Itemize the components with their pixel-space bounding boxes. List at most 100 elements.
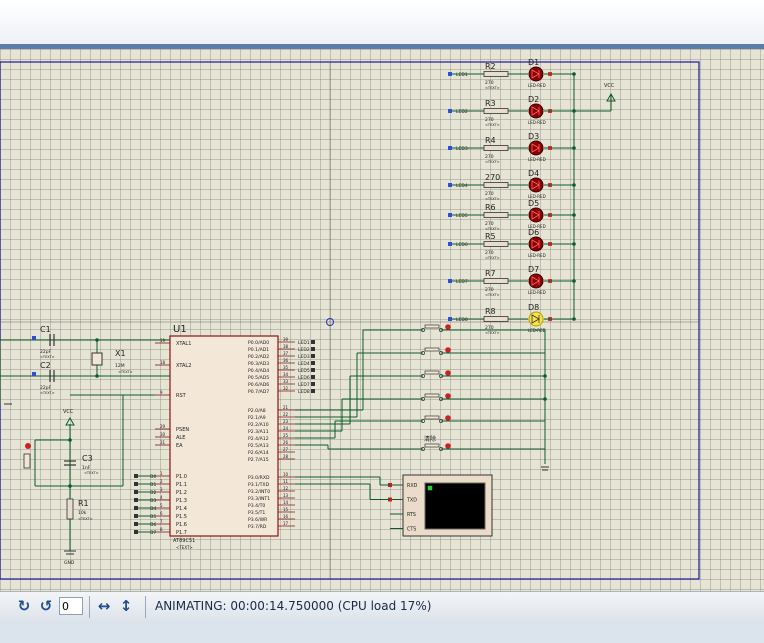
vcc-symbol (65, 416, 75, 426)
ic-u1-part: AT89C51 (173, 538, 195, 544)
ic-pin-name: P3.6/WR (248, 517, 268, 523)
pin-marker (448, 317, 452, 321)
reset-button-body (23, 453, 31, 469)
origin-marker (326, 318, 334, 326)
pin-marker (448, 183, 452, 187)
resistor-value: 10k (78, 510, 87, 516)
ic-pin-name: P1.7 (176, 530, 187, 536)
ic-pin-number: 14 (283, 500, 289, 505)
pin-marker (311, 340, 315, 344)
switch-indicator (445, 443, 451, 449)
window-toolbar-area (0, 0, 764, 44)
junction-dot (543, 397, 547, 401)
ic-pin-name: P3.1/TXD (248, 482, 270, 488)
switch-actuator (424, 347, 440, 352)
switch-actuator (424, 415, 440, 420)
switch-indicator (445, 324, 451, 330)
ic-pin-number: 12 (283, 486, 289, 491)
ic-pin-name: P1.5 (176, 514, 187, 520)
ic-pin-name: P3.0/RXD (248, 475, 270, 481)
pin-marker (311, 347, 315, 351)
ic-pin-name: PSEN (176, 427, 189, 433)
ic-pin-name: P2.1/A9 (248, 415, 266, 421)
ic-u1-text: <TEXT> (176, 545, 193, 550)
resistor-text: <TEXT> (78, 517, 93, 521)
step-input[interactable] (59, 597, 83, 615)
led-ref: D5 (528, 199, 539, 208)
sheet-border (0, 61, 700, 580)
junction-dot (68, 484, 72, 488)
resistor-value: 270 (485, 154, 494, 160)
ic-pin-name: P2.6/A14 (248, 450, 269, 456)
ic-pin-name: P3.2/INT0 (248, 489, 270, 495)
resistor-body (483, 212, 509, 218)
pin-marker (32, 372, 36, 376)
port0-net-label: LED2 (298, 347, 310, 353)
schematic-drawing: LED1R2270<TEXT>D1LED-REDLED2R3270<TEXT>D… (0, 58, 700, 580)
led-indicator (528, 236, 544, 252)
terminal-pin-name: CTS (407, 527, 416, 533)
crystal-text: <TEXT> (118, 370, 133, 374)
capacitor-ref: C2 (40, 361, 51, 370)
ic-pin-number: 8 (160, 527, 163, 532)
resistor-ref: R3 (485, 99, 496, 108)
led-ref: D3 (528, 132, 539, 141)
resistor-body (66, 498, 74, 520)
port0-net-label: LED1 (298, 340, 310, 346)
capacitor-value: 1nF (82, 465, 91, 471)
led-indicator (528, 177, 544, 193)
led-ref: D8 (528, 303, 539, 312)
capacitor-value: 22pF (40, 349, 52, 355)
window-bottom-strip (0, 621, 764, 643)
capacitor-ref: C3 (82, 454, 93, 463)
gnd-label: GND (64, 560, 75, 566)
ic-pin-name: EA (176, 443, 183, 449)
led-indicator (528, 311, 544, 327)
pin-marker (134, 506, 138, 510)
vcc-label: VCC (63, 409, 74, 415)
mirror-vertical-icon[interactable]: ↕ (119, 597, 133, 615)
junction-dot (543, 374, 547, 378)
ic-pin-number: 17 (283, 521, 289, 526)
ic-pin-number: 36 (283, 358, 289, 363)
ic-pin-number: 23 (283, 419, 289, 424)
pin-marker (448, 279, 452, 283)
resistor-value: 270 (485, 80, 494, 86)
terminal-pin-name: RTS (407, 512, 416, 518)
ic-pin-number: 4 (160, 495, 163, 500)
ic-pin-name: P3.4/T0 (248, 503, 265, 509)
ic-pin-name: P1.3 (176, 498, 187, 504)
ic-pin-name: P0.3/AD3 (248, 361, 269, 367)
led-symbol (531, 106, 540, 116)
pin-marker (134, 522, 138, 526)
ic-pin-number: 9 (160, 390, 163, 395)
switch-actuator (424, 370, 440, 375)
port0-net-label: LED3 (298, 354, 310, 360)
vcc-symbol (606, 92, 616, 102)
port0-net-label: LED6 (298, 375, 310, 381)
ic-pin-number: 7 (160, 519, 163, 524)
resistor-text: <TEXT> (485, 160, 500, 164)
resistor-ref: R6 (485, 203, 496, 212)
led-ref: D7 (528, 265, 539, 274)
status-bar: ↻ ↺ ↔ ↕ ANIMATING: 00:00:14.750000 (CPU … (0, 591, 764, 622)
led-ref: D4 (528, 169, 539, 178)
crystal-value: 12M (115, 363, 125, 369)
rotate-cw-icon[interactable]: ↻ (17, 597, 31, 615)
ic-pin-number: 32 (283, 386, 289, 391)
ic-pin-number: 13 (283, 493, 289, 498)
ic-pin-name: P0.5/AD5 (248, 375, 269, 381)
rotate-ccw-icon[interactable]: ↺ (39, 597, 53, 615)
reset-button-indicator (25, 443, 31, 449)
pin-marker (311, 361, 315, 365)
resistor-ref: R4 (485, 136, 496, 145)
ic-pin-number: 35 (283, 365, 289, 370)
ic-pin-number: 39 (283, 337, 289, 342)
ic-pin-name: P1.6 (176, 522, 187, 528)
switch-actuator (424, 324, 440, 329)
led-part: LED-RED (528, 83, 546, 88)
pin-marker (134, 514, 138, 518)
capacitor-text: <TEXT> (84, 471, 99, 475)
mirror-horizontal-icon[interactable]: ↔ (97, 597, 111, 615)
